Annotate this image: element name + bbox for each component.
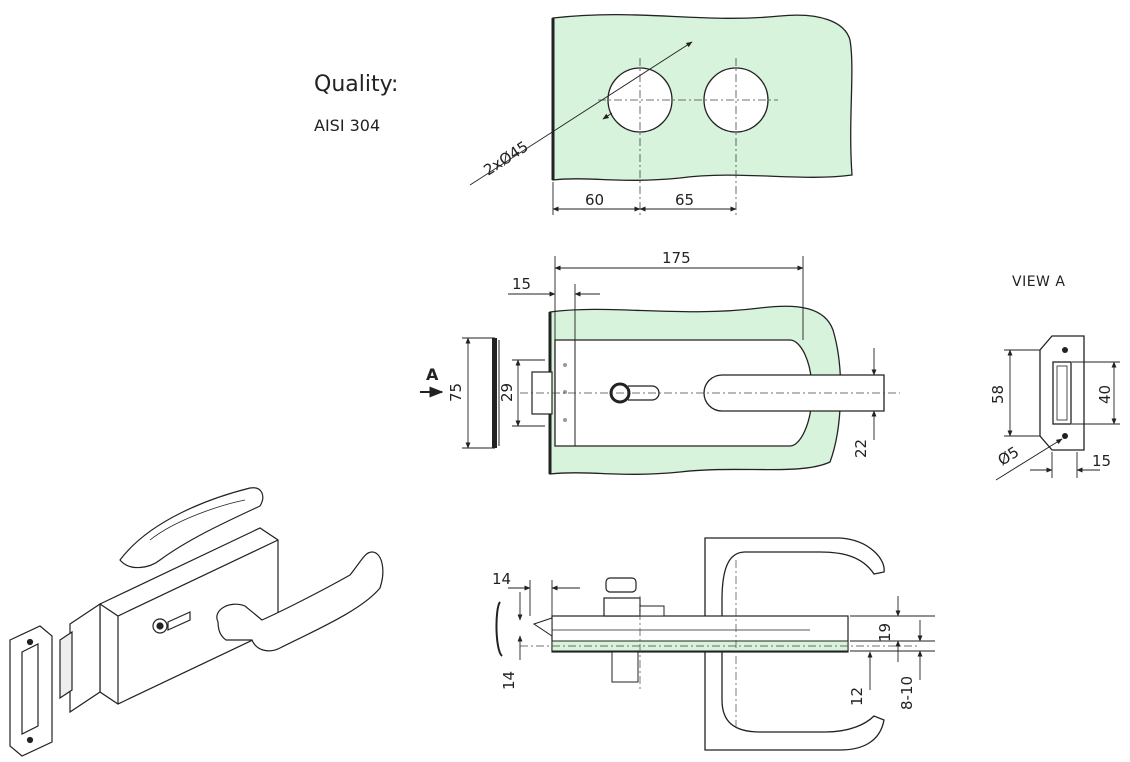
dim-40: 40 xyxy=(1096,385,1114,404)
isometric-view xyxy=(9,487,384,757)
quality-label: Quality: xyxy=(314,72,399,97)
dim-14-left: 14 xyxy=(500,671,518,690)
dim-60: 60 xyxy=(585,191,604,209)
iso-handle-front xyxy=(216,551,384,652)
front-view: A 175 15 75 29 22 xyxy=(420,249,900,475)
dim-58: 58 xyxy=(989,385,1007,404)
glass-panel-top xyxy=(552,13,853,181)
dim-14-top: 14 xyxy=(492,570,511,588)
material-label: AISI 304 xyxy=(314,116,381,135)
dim-12: 12 xyxy=(848,687,866,706)
iso-handle-back xyxy=(119,487,264,569)
view-a-title: VIEW A xyxy=(1012,274,1066,290)
handle-loop-top xyxy=(704,537,885,751)
hole-left xyxy=(607,67,673,133)
hole-right xyxy=(703,67,769,133)
dim-19: 19 xyxy=(876,623,894,642)
dim-15-front: 15 xyxy=(512,275,531,293)
dim-hole-diameter: 2xØ45 xyxy=(480,137,531,179)
dim-65: 65 xyxy=(675,191,694,209)
dim-glass-thickness: 8-10 xyxy=(898,676,916,710)
dim-15-view-a: 15 xyxy=(1092,452,1111,470)
dim-hole-5: Ø5 xyxy=(995,443,1023,470)
dim-175: 175 xyxy=(662,249,691,267)
dim-75: 75 xyxy=(447,383,465,402)
top-view: 2xØ45 60 65 xyxy=(469,13,853,215)
dim-29: 29 xyxy=(498,383,516,402)
dim-22: 22 xyxy=(852,439,870,458)
view-a: 58 40 Ø5 15 xyxy=(989,335,1120,481)
bottom-view: 14 14 19 12 8-10 xyxy=(492,537,935,751)
section-marker-a: A xyxy=(426,365,439,384)
